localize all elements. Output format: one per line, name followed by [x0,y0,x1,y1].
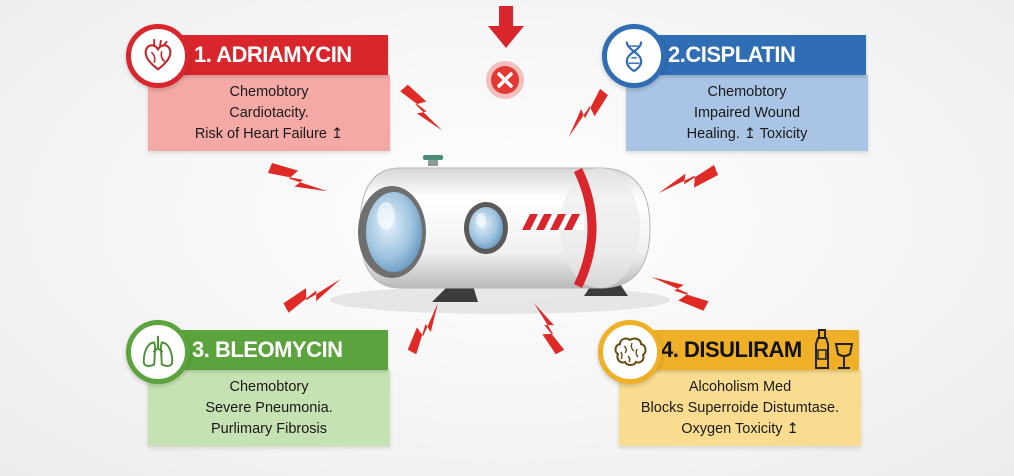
card-disuliram-line-3: Oxygen Toxicity ↥ [681,420,799,437]
card-disuliram-title: 4. DISULIRAM [661,337,802,362]
card-bleomycin-body: Chemobtory Severe Pneumonia. Purlimary F… [148,370,390,446]
card-cisplatin-title: 2.CISPLATIN [668,42,796,67]
card-adriamycin-line-1: Chemobtory [229,83,309,100]
card-disuliram-line-2: Blocks Superroide Distumtase. [640,399,840,416]
card-disuliram-line-1: Alcoholism Med [688,378,792,395]
card-cisplatin-line-1: Chemobtory [707,83,787,100]
card-adriamycin-body: Chemobtory Cardiotacity. Risk of Heart F… [148,75,390,151]
cross-icon [486,61,524,99]
dna-icon [602,24,666,88]
card-cisplatin-body: Chemobtory Impaired Wound Healing. ↥ Tox… [626,75,868,151]
card-bleomycin-line-2: Severe Pneumonia. [205,399,333,416]
card-bleomycin-line-1: Chemobtory [229,378,309,395]
card-adriamycin-line-2: Cardiotacity. [229,104,309,121]
card-cisplatin-line-3: Healing. ↥ Toxicity [686,125,808,142]
card-adriamycin-title: 1. ADRIAMYCIN [194,42,352,67]
brain-icon [598,320,662,384]
card-bleomycin-line-3: Purlimary Fibrosis [210,420,327,437]
card-bleomycin-title: 3. BLEOMYCIN [192,337,343,362]
heart-icon [126,24,190,88]
card-cisplatin-header: 2.CISPLATIN [628,35,866,75]
card-disuliram-body: Alcoholism Med Blocks Superroide Distumt… [619,370,861,446]
lungs-icon [126,320,190,384]
bottle-and-glass-icon [815,329,854,369]
card-cisplatin-line-2: Impaired Wound [693,104,801,121]
down-arrow-icon [488,6,524,48]
card-adriamycin-line-3: Risk of Heart Failure ↥ [194,125,344,142]
